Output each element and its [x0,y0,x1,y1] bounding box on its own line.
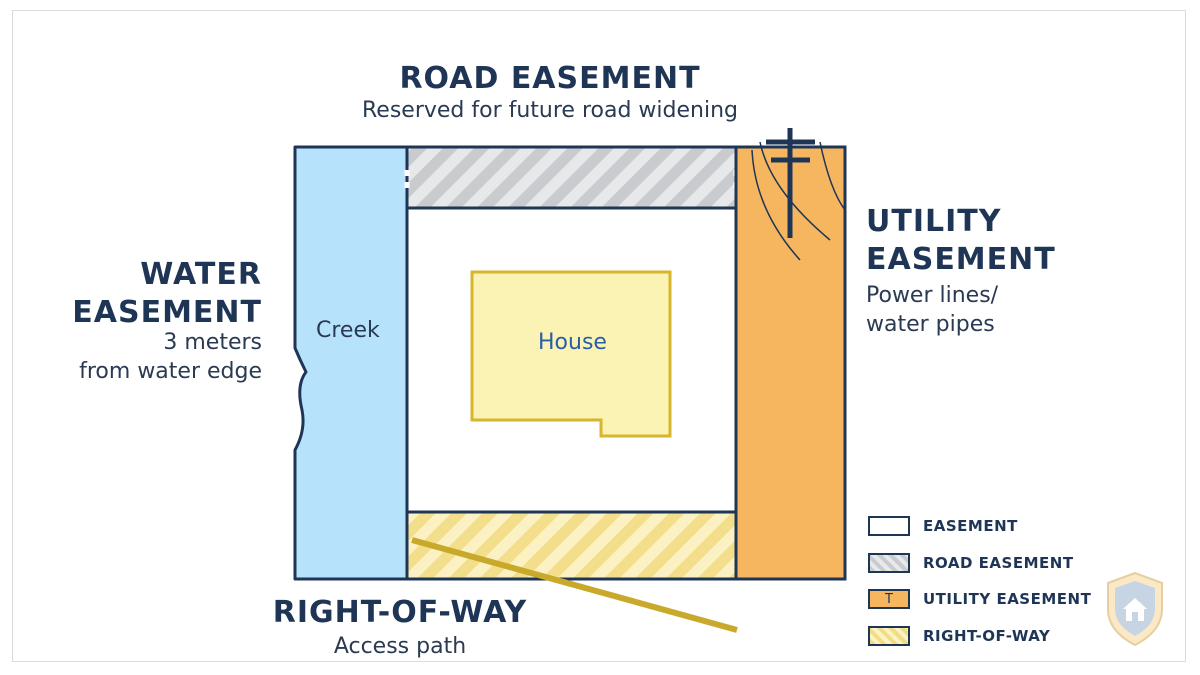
house-footprint [470,270,672,438]
legend-swatch-road [868,552,910,573]
water-subtitle-line2: from water edge [79,359,262,384]
right-of-way-area [405,510,738,581]
water-easement-title: WATER EASEMENT [60,256,262,332]
legend-label: RIGHT-OF-WAY [923,626,1051,645]
utility-title-line2: EASEMENT [866,242,1056,277]
legend-swatch-utility: T [868,589,910,610]
right-of-way-subtitle: Access path [333,634,467,659]
legend-swatch-right-of-way [868,625,910,646]
creek-label: Creek [316,318,380,343]
water-subtitle-line1: 3 meters [163,330,262,355]
legend-item-utility-easement: T UTILITY EASEMENT [868,581,1098,618]
legend-item-easement: EASEMENT [868,508,1098,545]
water-title-line1: WATER [140,257,262,292]
utility-subtitle-line2: water pipes [866,312,995,337]
legend-label: EASEMENT [923,517,1018,536]
access-path-line [411,537,738,633]
water-easement-subtitle: 3 meters from water edge [60,328,262,386]
legend: EASEMENT ROAD EASEMENT T UTILITY EASEMEN… [868,508,1098,654]
utility-easement-subtitle: Power lines/ water pipes [866,281,1126,339]
house-shield-icon [1107,571,1163,647]
diagram-frame [12,10,1186,662]
legend-swatch-easement [868,516,910,537]
legend-label: UTILITY EASEMENT [923,590,1092,609]
right-of-way-title: RIGHT-OF-WAY [272,595,528,630]
power-pole-icon [751,128,846,261]
legend-item-right-of-way: RIGHT-OF-WAY [868,618,1098,655]
road-easement-subtitle: Reserved for future road widening [361,98,738,123]
utility-subtitle-line1: Power lines/ [866,283,999,308]
utility-title-line1: UTILITY [866,204,1002,239]
legend-label: ROAD EASEMENT [923,553,1074,572]
road-easement-area [405,145,738,210]
legend-item-road-easement: ROAD EASEMENT [868,545,1098,582]
house-label: House [538,330,607,355]
utility-easement-title: UTILITY EASEMENT [866,203,1126,279]
road-easement-title: ROAD EASEMENT [399,61,701,96]
water-title-line2: EASEMENT [72,295,262,330]
creek-area [293,145,409,581]
